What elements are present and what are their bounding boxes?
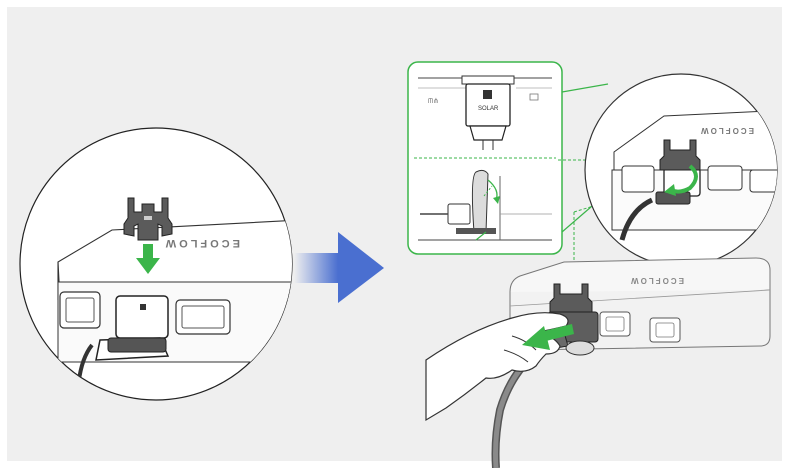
process-arrow-icon xyxy=(294,232,384,303)
brand-text-right: ECOFLOW xyxy=(699,126,754,135)
left-detail-circle: ECOFLOW xyxy=(20,128,308,400)
svg-text:ᗰ⋔: ᗰ⋔ xyxy=(428,97,439,105)
plug-label: SOLAR xyxy=(478,106,499,112)
right-detail-circle: ECOFLOW xyxy=(585,74,789,266)
lock-clip-left xyxy=(124,198,172,240)
brand-text-device: ECOFLOW xyxy=(629,276,684,285)
brand-text-left: ECOFLOW xyxy=(163,237,240,249)
zoom-inset: ᗰ⋔ SOLAR xyxy=(408,62,562,254)
